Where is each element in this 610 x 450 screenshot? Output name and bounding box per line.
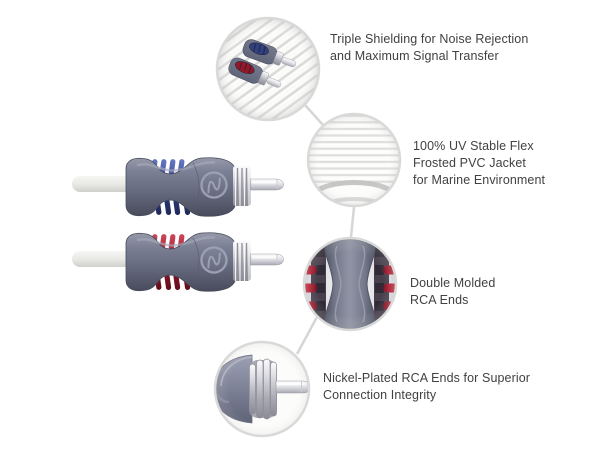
callout-circle-triple-shielding <box>215 16 321 122</box>
callout-circle-pvc-jacket <box>306 112 402 208</box>
callout-line-a-b <box>304 104 324 126</box>
brand-logo-icon <box>200 171 228 199</box>
callout-text-pvc-jacket: 100% UV Stable Flex Frosted PVC Jacket f… <box>413 139 546 187</box>
coiled-cable-photo-icon <box>217 18 319 120</box>
callout-line-b-c <box>349 206 356 238</box>
cable-jacket <box>72 251 132 267</box>
rca-plug-red <box>72 232 284 292</box>
brand-logo-icon <box>200 246 228 274</box>
callout-circle-nickel-plated <box>213 340 311 438</box>
metal-collar <box>233 241 251 281</box>
rca-plug-blue <box>72 157 284 217</box>
callout-circle-double-molded <box>302 236 398 332</box>
callout-text-nickel-plated: Nickel-Plated RCA Ends for Superior Conn… <box>323 371 531 402</box>
nickel-pin <box>250 253 284 266</box>
callout-line-c-d <box>295 316 319 355</box>
callout-text-double-molded: Double Molded RCA Ends <box>410 276 496 307</box>
cable-jacket <box>72 176 132 192</box>
callout-text-triple-shielding: Triple Shielding for Noise Rejection and… <box>330 32 529 63</box>
nickel-pin <box>250 178 284 191</box>
nickel-pin-icon <box>215 342 309 436</box>
double-molded-end-icon <box>304 238 396 330</box>
metal-collar <box>233 166 251 206</box>
